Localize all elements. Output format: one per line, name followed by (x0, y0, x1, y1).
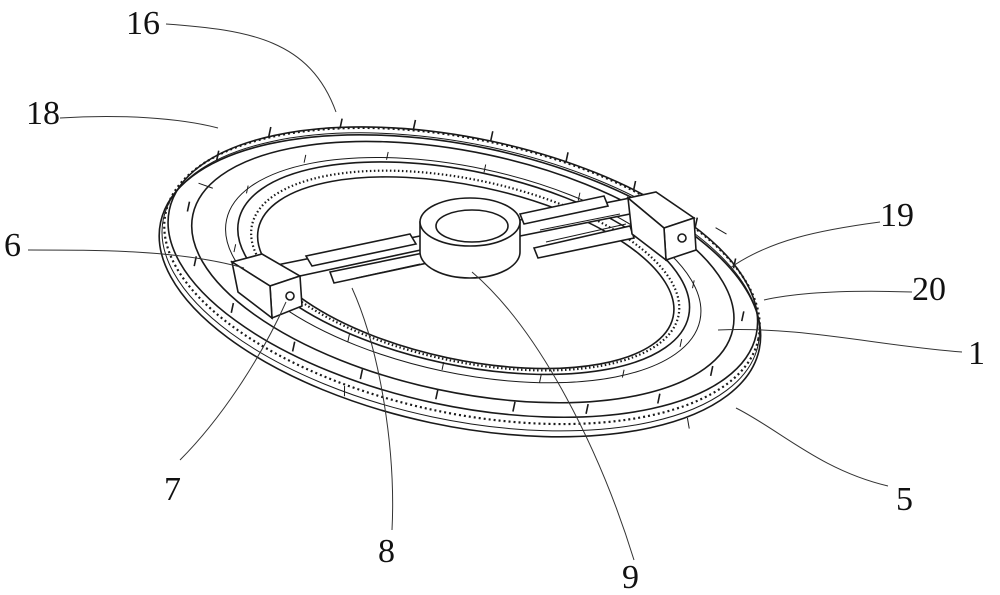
right-end-bolt (677, 233, 687, 243)
label-5: 5 (896, 481, 913, 518)
label-7: 7 (164, 471, 181, 508)
label-8: 8 (378, 533, 395, 570)
leader-9 (471, 271, 635, 561)
label-6: 6 (4, 227, 21, 264)
outer-gear-teeth (163, 126, 761, 426)
ring-segment-marks (198, 182, 727, 429)
leader-16 (165, 23, 337, 113)
base-ring-bottom (158, 133, 762, 438)
label-9: 9 (622, 559, 639, 595)
leader-lines (27, 23, 963, 561)
inner-gear-teeth (250, 169, 681, 372)
right-arm-slide-upper (518, 195, 610, 225)
leader-18 (59, 115, 219, 129)
right-end-side (626, 196, 667, 262)
leader-6 (27, 249, 245, 269)
leader-1 (717, 329, 963, 353)
central-hub-top (419, 197, 521, 247)
leader-20 (763, 290, 913, 301)
leader-5 (735, 407, 889, 487)
base-ring-bottom-inner (161, 132, 760, 432)
reference-numerals: 16 18 6 19 20 1 7 8 9 5 (4, 5, 985, 595)
left-end-side (230, 260, 273, 320)
inner-opening (256, 176, 675, 370)
central-hub-bore (435, 209, 509, 243)
right-arm-slide-lower (532, 225, 636, 259)
leader-7 (179, 301, 287, 461)
label-20: 20 (912, 271, 946, 308)
cross-arm-assembly (230, 191, 697, 320)
label-1: 1 (968, 335, 985, 372)
label-19: 19 (880, 197, 914, 234)
leader-19 (729, 221, 881, 269)
label-18: 18 (26, 95, 60, 132)
left-end-bolt (285, 291, 295, 301)
outer-ring-pins (186, 118, 745, 414)
leader-8 (351, 287, 394, 531)
left-arm-slide-upper (304, 233, 418, 267)
label-16: 16 (126, 5, 160, 42)
